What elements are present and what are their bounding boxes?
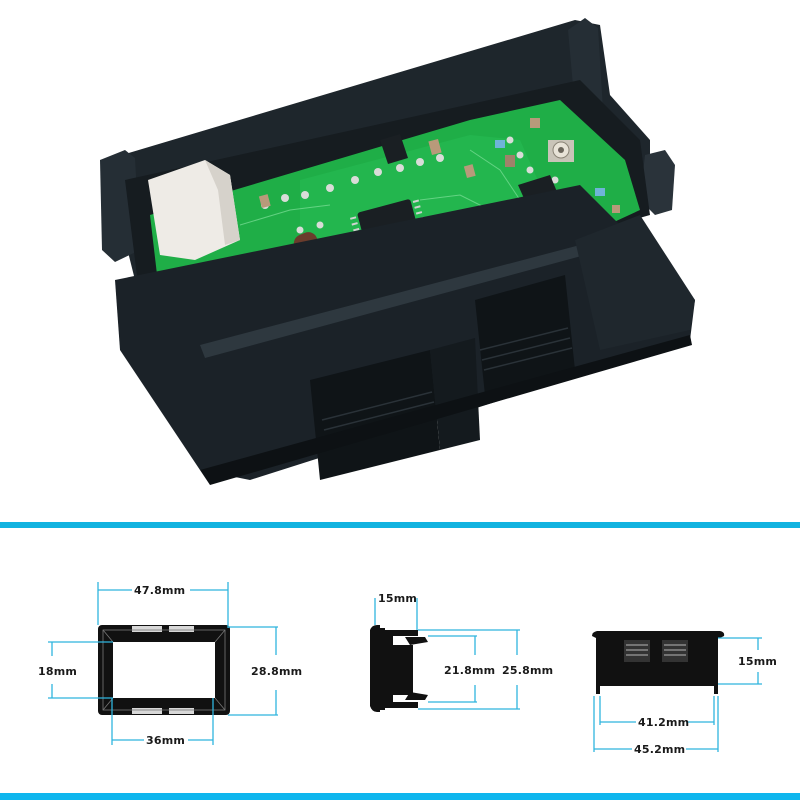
jst-connector-top [148, 160, 240, 260]
front-width-label: 47.8mm [134, 584, 185, 597]
side-view-drawing [370, 625, 428, 712]
front-view-dimensions [48, 582, 278, 745]
body-width-label: 41.2mm [638, 716, 689, 729]
trim-potentiometer [548, 140, 574, 162]
top-depth-label: 15mm [738, 655, 777, 668]
side-depth-label: 15mm [378, 592, 417, 605]
top-view-drawing [592, 631, 725, 694]
side-view-dimensions [374, 598, 520, 710]
transistor [380, 134, 408, 164]
window-width-label: 36mm [146, 734, 185, 747]
housing-left-tab [100, 150, 140, 262]
display-window [310, 275, 575, 480]
window-height-label: 18mm [38, 665, 77, 678]
clip-span-label: 21.8mm [444, 664, 495, 677]
body-height-label: 25.8mm [502, 664, 553, 677]
front-height-label: 28.8mm [251, 665, 302, 678]
housing-right-clip [640, 150, 675, 215]
front-view-drawing [98, 625, 230, 715]
bottom-divider-line [0, 793, 800, 800]
top-view-dimensions [593, 637, 762, 752]
product-photo: IRC [100, 18, 695, 485]
smd-components [258, 118, 620, 213]
flange-width-label: 45.2mm [634, 743, 685, 756]
top-divider-line [0, 522, 800, 528]
